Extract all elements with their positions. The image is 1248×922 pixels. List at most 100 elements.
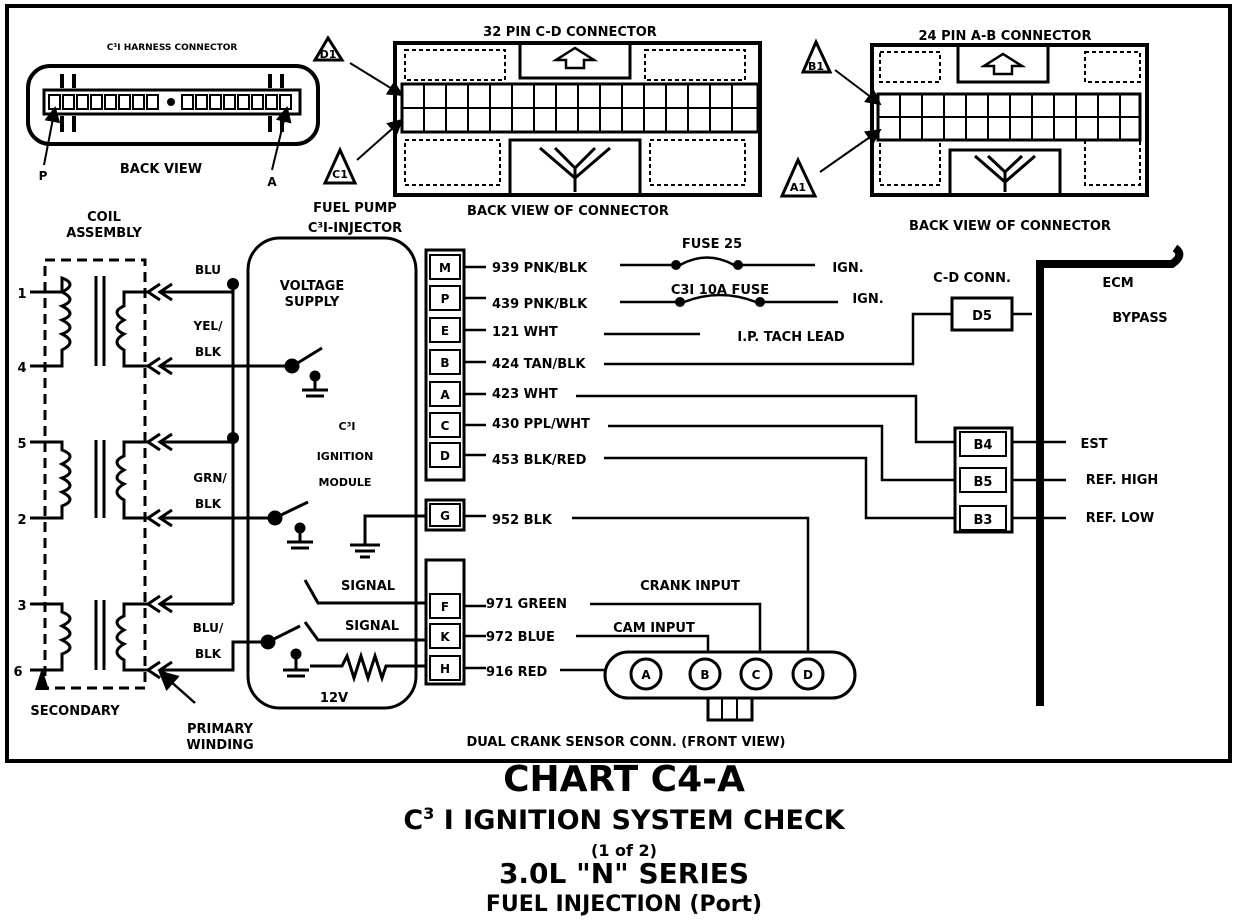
ecm-label: ECM — [1102, 276, 1133, 291]
cd-connector-title: 32 PIN C-D CONNECTOR — [483, 25, 657, 40]
ign-label-1: IGN. — [832, 261, 863, 276]
harness-pin-a-label: A — [267, 175, 277, 189]
primary-label-line1: PRIMARY — [187, 722, 254, 737]
est-label: EST — [1080, 437, 1107, 452]
fuse25-label: FUSE 25 — [682, 237, 742, 252]
module-header-line1: FUEL PUMP — [313, 201, 397, 216]
wire-439: 439 PNK/BLK — [492, 297, 588, 312]
b5-label: B5 — [974, 475, 993, 490]
sensor-label: DUAL CRANK SENSOR CONN. (FRONT VIEW) — [466, 735, 785, 750]
voltage-label-line2: SUPPLY — [285, 295, 340, 310]
secondary-label: SECONDARY — [30, 704, 120, 719]
wire-952: 952 BLK — [492, 513, 553, 528]
pin-e: E — [441, 324, 449, 338]
crank-input-label: CRANK INPUT — [640, 579, 740, 594]
sensor-pin-a: A — [641, 668, 651, 682]
b4-label: B4 — [974, 438, 993, 453]
coil-3 — [30, 600, 150, 672]
d5-label: D5 — [972, 309, 992, 324]
pin-m: M — [439, 261, 451, 275]
chart-title: CHART C4-A — [503, 759, 745, 800]
pin-b: B — [440, 356, 449, 370]
cd-connector: 32 PIN C-D CONNECTOR D1 C1 BACK VIEW OF … — [312, 25, 762, 219]
module-name-line2: IGNITION — [317, 450, 374, 463]
harness-back-view-label: BACK VIEW — [120, 162, 202, 177]
pin-c: C — [441, 419, 450, 433]
wire-blu-label: BLU — [195, 263, 221, 277]
b1-tag: B1 — [808, 60, 824, 73]
chart-part: (1 of 2) — [591, 841, 657, 860]
wire-yel-label-2: BLK — [195, 345, 222, 359]
harness-connector: C³I HARNESS CONNECTOR P A BACK VIEW — [26, 43, 320, 189]
module-name-line3: MODULE — [319, 476, 372, 489]
dual-crank-sensor: CRANK INPUT CAM INPUT A B C D DUAL CRANK… — [466, 579, 857, 750]
sensor-pin-d: D — [803, 668, 813, 682]
tach-lead-label: I.P. TACH LEAD — [737, 330, 844, 345]
coil-terminal-1: 1 — [17, 287, 26, 302]
wire-916: 916 RED — [486, 665, 548, 680]
a1-tag: A1 — [790, 181, 806, 194]
fuse10-label: C3I 10A FUSE — [671, 283, 769, 298]
wire-453: 453 BLK/RED — [492, 453, 587, 468]
pin-k: K — [440, 630, 450, 644]
c1-tag: C1 — [332, 168, 348, 181]
wire-grn-label-1: GRN/ — [193, 471, 227, 485]
coil-terminal-6: 6 — [13, 665, 22, 680]
ignition-module: FUEL PUMP C³I-INJECTOR VOLTAGE SUPPLY C³… — [246, 201, 426, 710]
chart-engine: 3.0L "N" SERIES — [498, 857, 750, 890]
right-wiring — [560, 256, 1066, 672]
primary-label-line2: WINDING — [186, 738, 253, 753]
cd-conn-label: C-D CONN. — [933, 271, 1011, 286]
harness-connector-label: C³I HARNESS CONNECTOR — [107, 43, 238, 53]
subtitle-text: I IGNITION SYSTEM CHECK — [434, 805, 845, 836]
wire-939: 939 PNK/BLK — [492, 261, 588, 276]
coil-label-line1: COIL — [87, 210, 121, 225]
harness-pin-p-label: P — [39, 169, 48, 183]
coil-terminal-3: 3 — [17, 599, 26, 614]
ref-high-label: REF. HIGH — [1086, 473, 1159, 488]
pin-boxes: M P E B A C D G F K H — [424, 248, 466, 686]
pin-d: D — [440, 449, 450, 463]
subtitle-superscript: 3 — [423, 804, 435, 823]
coil-2 — [30, 440, 150, 520]
ab-connector-title: 24 PIN A-B CONNECTOR — [919, 29, 1092, 44]
coil-terminal-5: 5 — [17, 437, 26, 452]
pin-p: P — [441, 292, 450, 306]
wire-yel-label-1: YEL/ — [193, 319, 224, 333]
coil-terminal-4: 4 — [17, 361, 26, 376]
pin-f: F — [441, 600, 449, 614]
bypass-label: BYPASS — [1112, 311, 1167, 326]
wire-blu2-label-2: BLK — [195, 647, 222, 661]
ab-back-view-label: BACK VIEW OF CONNECTOR — [909, 219, 1111, 234]
ref-low-label: REF. LOW — [1086, 511, 1155, 526]
wire-121: 121 WHT — [492, 325, 558, 340]
pin-h: H — [440, 662, 450, 676]
wire-971: 971 GREEN — [486, 597, 567, 612]
coil-terminal-2: 2 — [17, 513, 26, 528]
voltage-label-line1: VOLTAGE — [280, 279, 345, 294]
diagram-frame — [5, 4, 1232, 763]
wire-423: 423 WHT — [492, 387, 558, 402]
b3-label: B3 — [974, 513, 993, 528]
module-header-line2: C³I-INJECTOR — [308, 221, 402, 236]
wire-blu2-label-1: BLU/ — [193, 621, 224, 635]
ab-connector: 24 PIN A-B CONNECTOR B1 A1 BACK VIEW OF … — [779, 29, 1149, 234]
coil-label-line2: ASSEMBLY — [66, 226, 142, 241]
chart-subtitle: C3 I IGNITION SYSTEM CHECK — [0, 804, 1248, 836]
coil-1 — [30, 275, 150, 368]
sensor-pin-b: B — [700, 668, 709, 682]
pin-g: G — [440, 509, 450, 523]
wire-424: 424 TAN/BLK — [492, 357, 586, 372]
d1-tag: D1 — [320, 48, 337, 61]
wire-430: 430 PPL/WHT — [492, 417, 590, 432]
wire-972: 972 BLUE — [486, 630, 555, 645]
wire-grn-label-2: BLK — [195, 497, 222, 511]
sensor-pin-c: C — [752, 668, 761, 682]
12v-label: 12V — [320, 691, 348, 706]
ign-label-2: IGN. — [852, 292, 883, 307]
ecm: C-D CONN. ECM D5 BYPASS B4 B5 B3 EST REF… — [933, 244, 1184, 706]
subtitle-prefix: C — [403, 805, 424, 836]
cd-back-view-label: BACK VIEW OF CONNECTOR — [467, 204, 669, 219]
chart-fuel: FUEL INJECTION (Port) — [485, 892, 763, 917]
